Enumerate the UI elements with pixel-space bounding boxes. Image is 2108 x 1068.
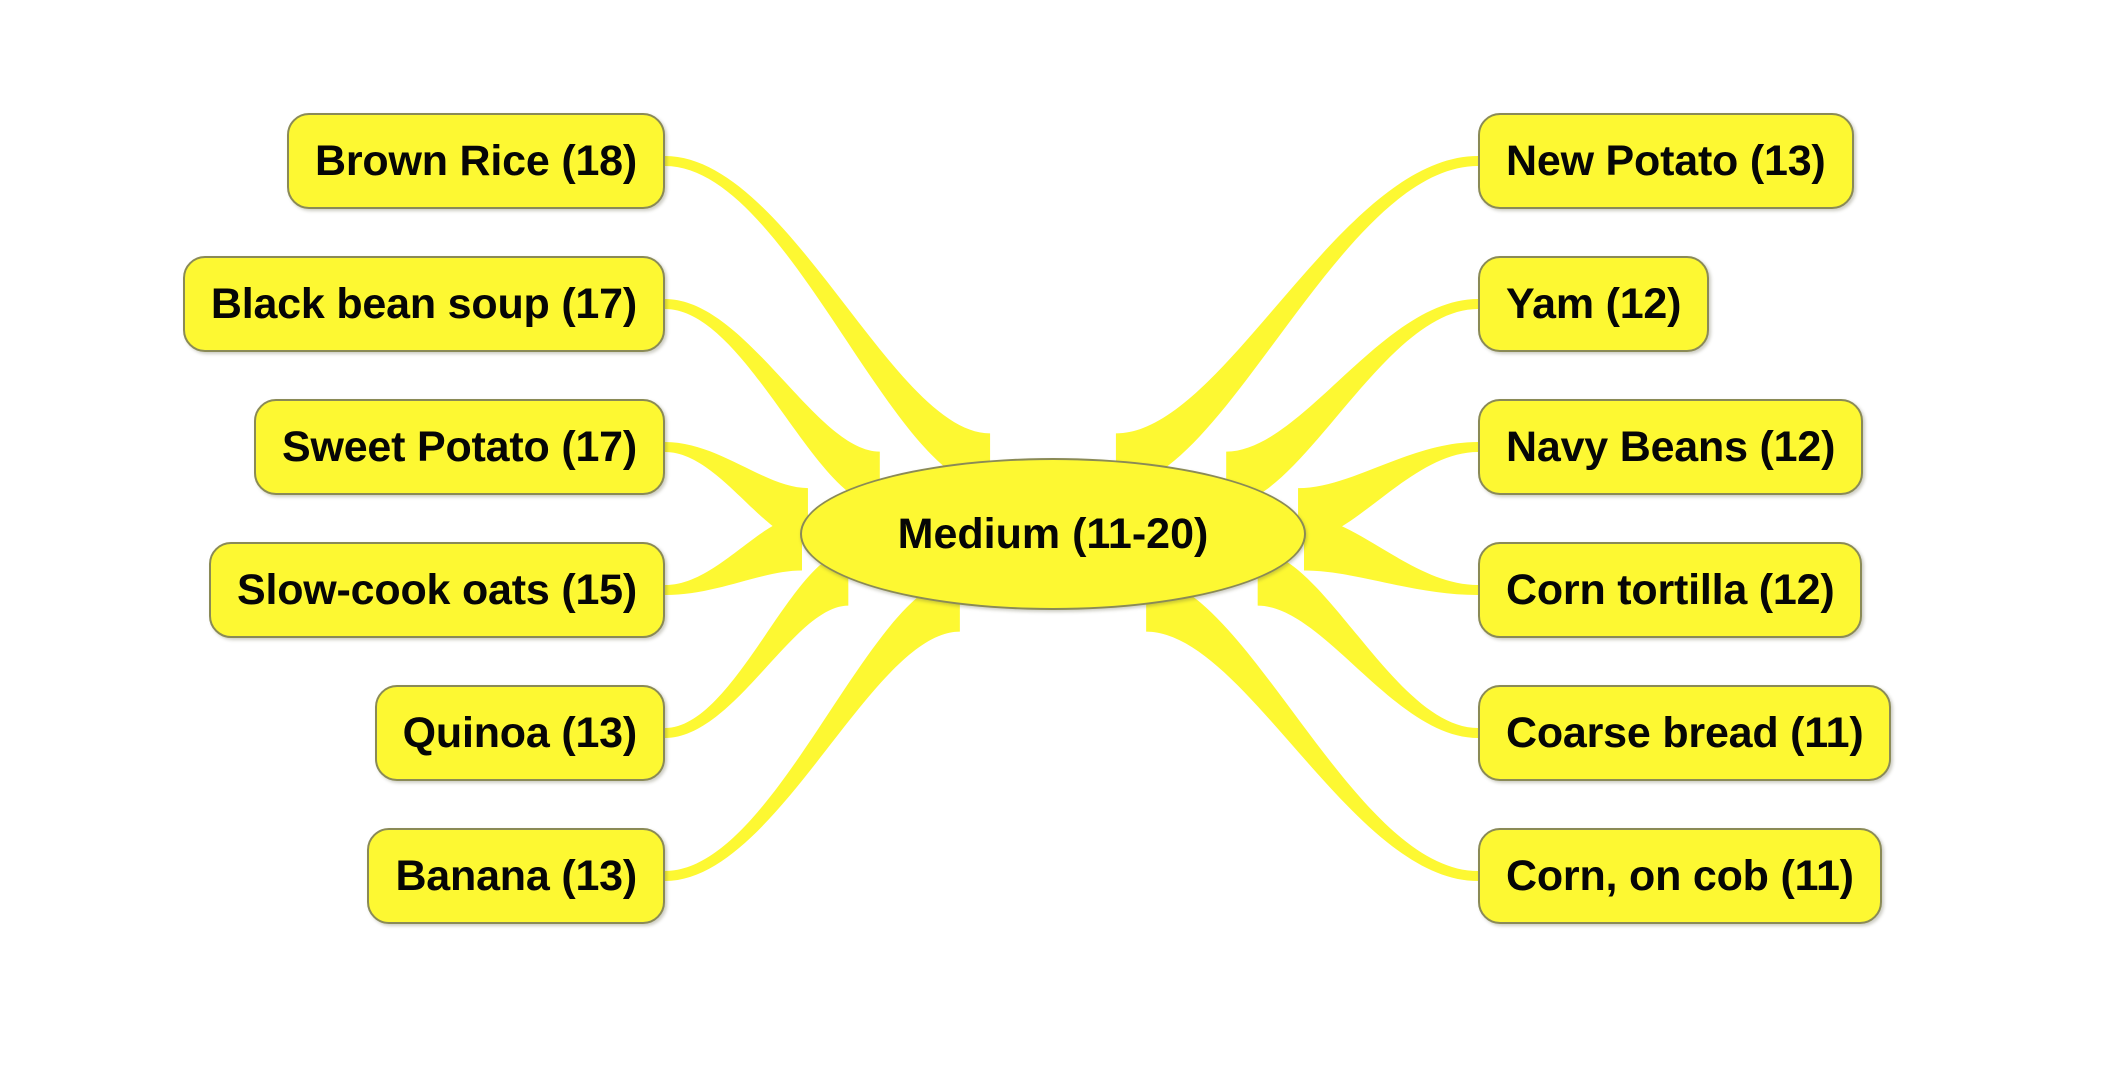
node-label: Navy Beans (12): [1506, 422, 1836, 471]
node-label: Black bean soup (17): [210, 279, 637, 328]
node-right-2[interactable]: Navy Beans (12): [1478, 399, 1864, 495]
node-left-2[interactable]: Sweet Potato (17): [253, 399, 665, 495]
node-right-5[interactable]: Corn, on cob (11): [1478, 828, 1882, 924]
edge-right-3: [1304, 516, 1478, 595]
node-label: Corn tortilla (12): [1506, 565, 1835, 614]
node-left-3[interactable]: Slow-cook oats (15): [209, 542, 665, 638]
node-right-4[interactable]: Coarse bread (11): [1478, 685, 1892, 781]
edge-left-3: [665, 516, 802, 595]
edge-right-1: [1226, 299, 1478, 506]
node-right-1[interactable]: Yam (12): [1478, 256, 1710, 352]
node-left-0[interactable]: Brown Rice (18): [287, 113, 665, 209]
node-right-3[interactable]: Corn tortilla (12): [1478, 542, 1863, 638]
edge-left-1: [665, 299, 880, 506]
node-right-0[interactable]: New Potato (13): [1478, 113, 1854, 209]
node-left-5[interactable]: Banana (13): [367, 828, 665, 924]
node-label: Corn, on cob (11): [1506, 851, 1854, 900]
edge-right-2: [1298, 442, 1478, 543]
edge-left-5: [665, 577, 960, 881]
node-label: Quinoa (13): [402, 708, 638, 757]
edge-left-4: [665, 551, 849, 738]
node-label: Slow-cook oats (15): [237, 565, 637, 614]
edge-right-5: [1146, 577, 1478, 881]
node-label: Yam (12): [1506, 279, 1682, 328]
node-left-4[interactable]: Quinoa (13): [374, 685, 665, 781]
edge-right-0: [1115, 156, 1478, 488]
edge-right-4: [1257, 551, 1478, 738]
edge-left-2: [665, 442, 808, 543]
node-label: New Potato (13): [1506, 136, 1826, 185]
node-label: Sweet Potato (17): [281, 422, 637, 471]
hub-node-medium[interactable]: Medium (11-20): [800, 458, 1306, 610]
node-left-1[interactable]: Black bean soup (17): [182, 256, 665, 352]
edge-left-0: [665, 156, 991, 488]
node-label: Brown Rice (18): [315, 136, 637, 185]
hub-label: Medium (11-20): [897, 509, 1209, 558]
node-label: Banana (13): [395, 851, 637, 900]
node-label: Coarse bread (11): [1506, 708, 1864, 757]
